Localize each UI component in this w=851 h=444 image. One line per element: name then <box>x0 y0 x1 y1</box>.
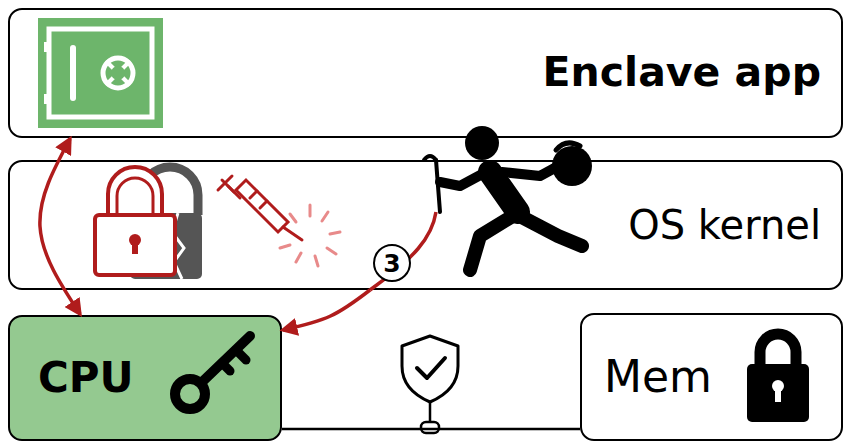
shield-icon-part <box>402 336 458 402</box>
shield-icon-part <box>421 422 439 433</box>
node-label: CPU <box>38 355 134 401</box>
shield-icon-part <box>429 402 432 422</box>
node-label: Mem <box>604 353 712 401</box>
shield-icon <box>402 336 458 433</box>
cpu-box: CPU <box>8 315 282 441</box>
node-label: Enclave app <box>543 50 821 95</box>
node-label: OS kernel <box>628 203 821 247</box>
shield-icon-part <box>417 358 445 378</box>
bus-line <box>282 428 580 431</box>
enclave-box: Enclave app <box>8 8 843 138</box>
kernel-box: OS kernel <box>8 160 843 290</box>
attacker-figure-part <box>556 143 580 150</box>
memory-box: Mem <box>580 313 843 441</box>
callout-number: 3 <box>373 244 411 282</box>
access-arrow <box>283 290 370 330</box>
